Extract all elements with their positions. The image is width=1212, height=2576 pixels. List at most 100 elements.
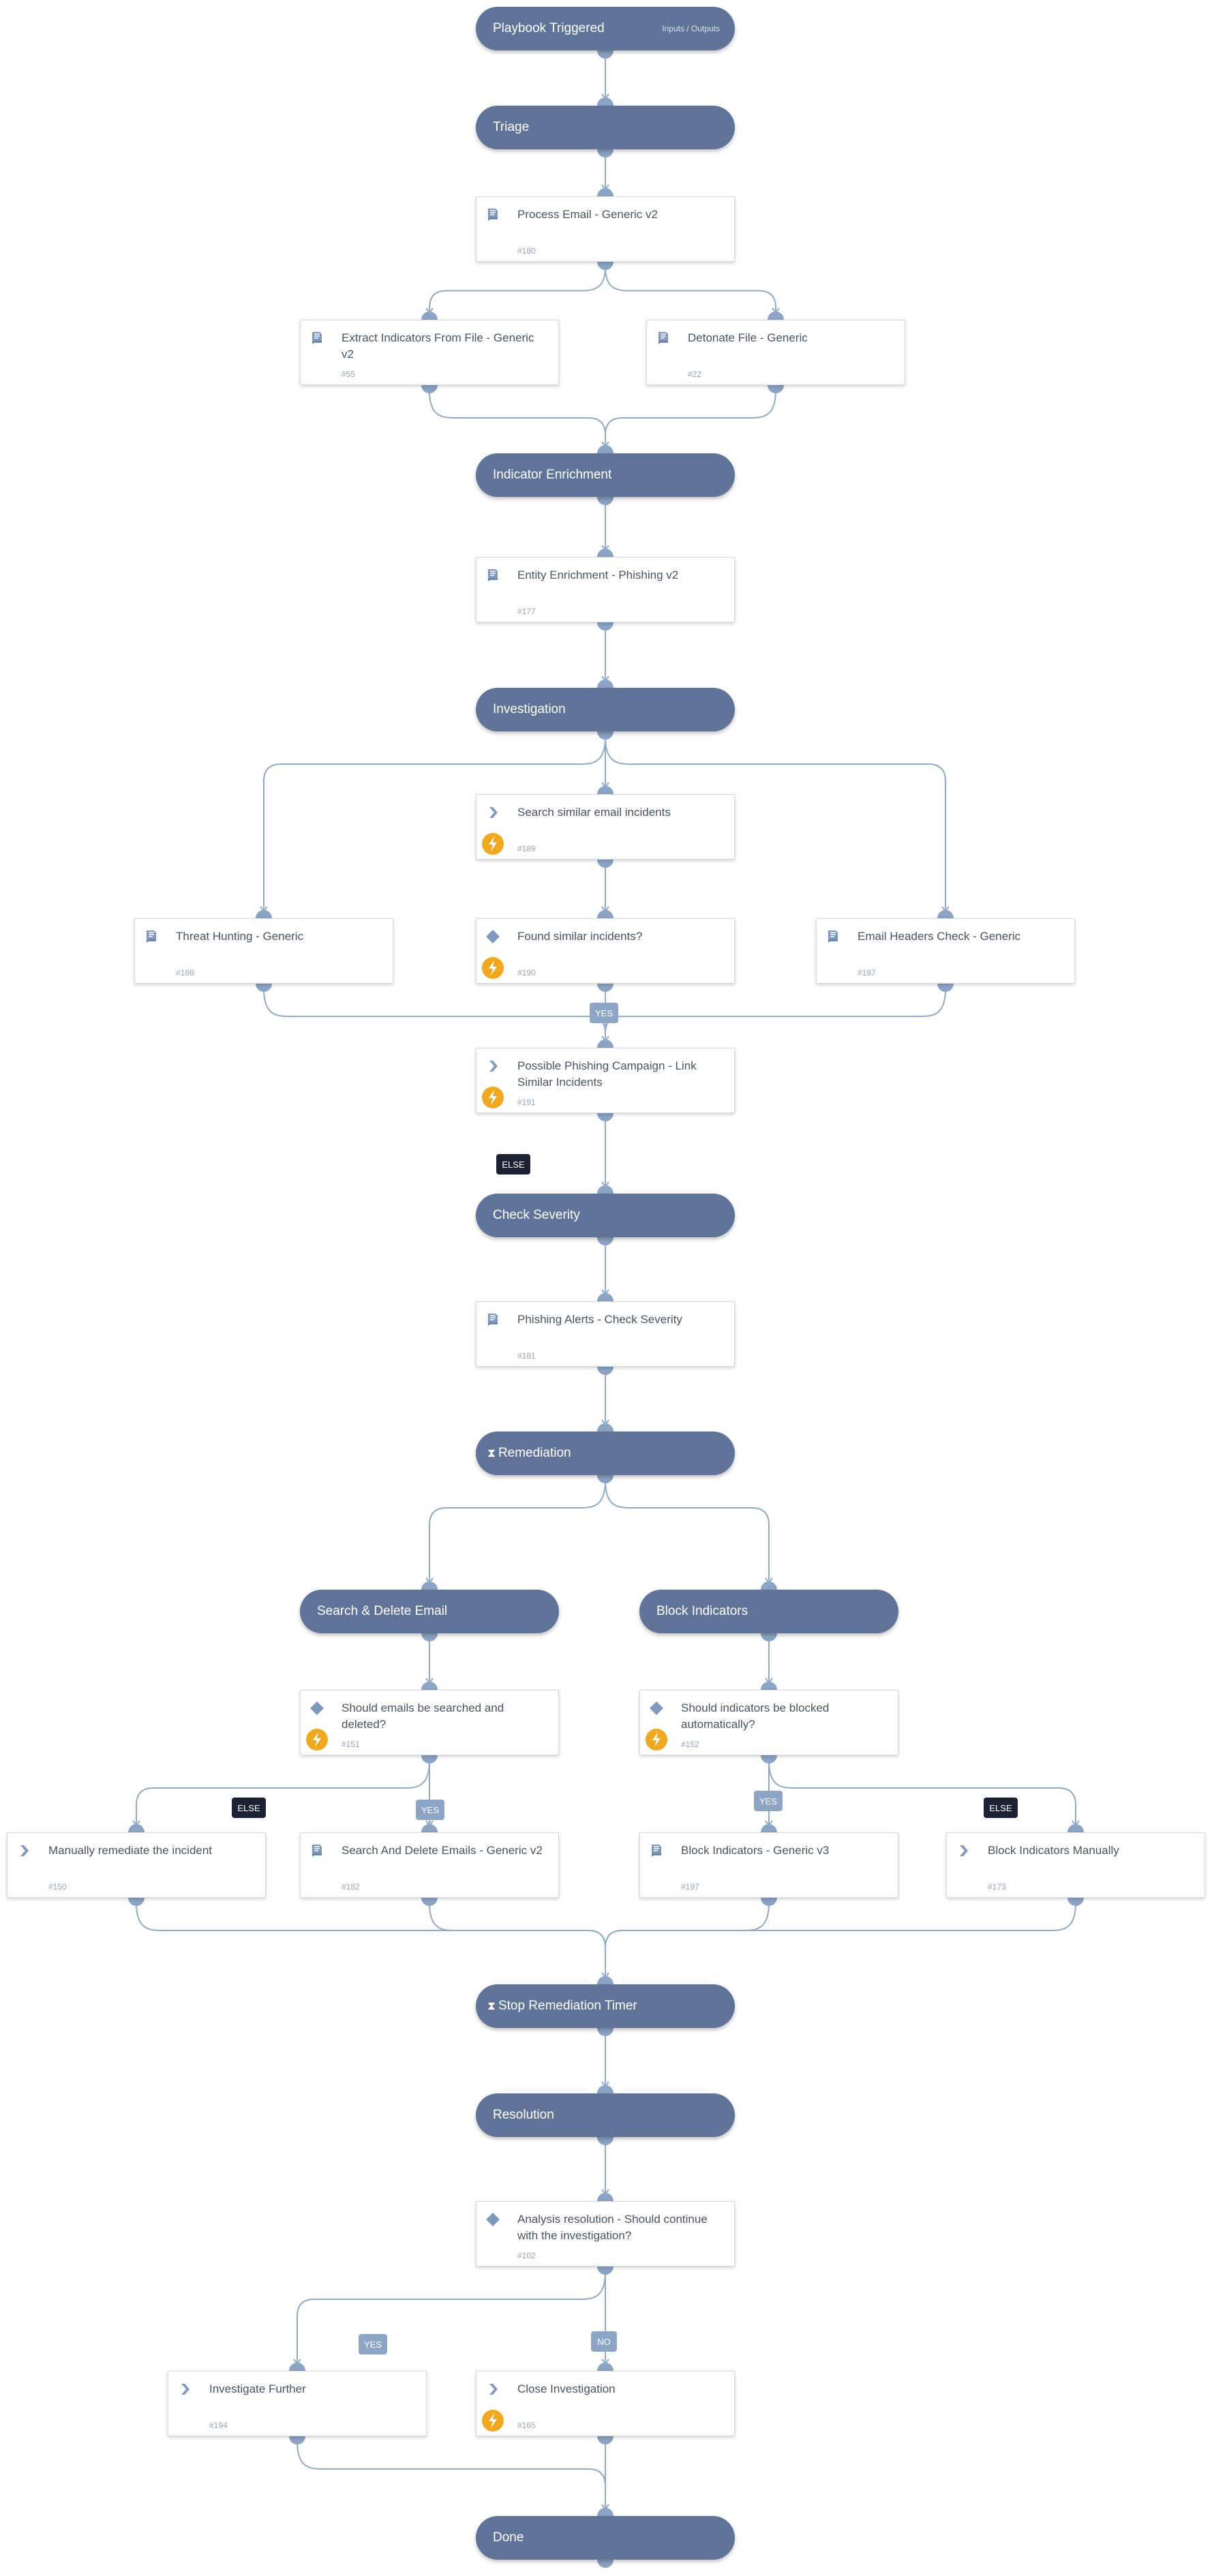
section-label: Playbook Triggered <box>493 21 605 35</box>
task-card[interactable]: Found similar incidents?#190 <box>476 918 735 984</box>
task-card[interactable]: Investigate Further#194 <box>168 2371 427 2436</box>
task-title: Search And Delete Emails - Generic v2 <box>342 1844 543 1857</box>
arrowhead <box>601 1035 609 1042</box>
task-number: #165 <box>517 2421 536 2430</box>
arrowhead <box>1072 1820 1080 1827</box>
task-title: Extract Indicators From File - Generic v… <box>342 331 534 361</box>
task-card[interactable]: Phishing Alerts - Check Severity#181 <box>476 1301 735 1367</box>
connector-line <box>136 1760 430 1827</box>
arrowhead <box>260 906 268 913</box>
arrowhead <box>132 1820 140 1827</box>
condition-label-else: ELSE <box>984 1798 1018 1818</box>
arrowhead <box>601 2359 609 2365</box>
task-number: #173 <box>988 1882 1006 1892</box>
arrowhead <box>601 2189 609 2196</box>
diamond-icon <box>485 928 501 945</box>
section-indicator-enrichment[interactable]: Indicator Enrichment <box>476 453 735 497</box>
task-card[interactable]: Possible Phishing Campaign - Link Simila… <box>476 1048 735 1113</box>
lightning-bolt-icon <box>482 1087 504 1108</box>
section-remediation[interactable]: ⧗Remediation <box>476 1431 735 1475</box>
playbook-icon <box>648 1843 665 1859</box>
task-card[interactable]: Manually remediate the incident #150 <box>7 1832 266 1898</box>
task-card[interactable]: Close Investigation#165 <box>476 2371 735 2436</box>
playbook-icon <box>485 1312 501 1328</box>
lightning-bolt-icon <box>646 1729 667 1751</box>
task-card[interactable]: Search And Delete Emails - Generic v2 #18… <box>300 1832 559 1898</box>
task-number: #194 <box>209 2421 228 2430</box>
condition-label-yes: YES <box>359 2334 387 2354</box>
hourglass-icon: ⧗ <box>487 1999 496 2012</box>
chevron-icon <box>485 2381 501 2397</box>
section-label: Resolution <box>493 2108 554 2122</box>
connector-line <box>429 1480 606 1584</box>
task-title: Entity Enrichment - Phishing v2 <box>517 569 679 581</box>
section-triage[interactable]: Triage <box>476 106 735 149</box>
section-resolution[interactable]: Resolution <box>476 2093 735 2137</box>
section-label: Investigation <box>493 702 566 716</box>
connector-line <box>429 267 606 314</box>
task-card[interactable]: Threat Hunting - Generic#188 <box>134 918 393 984</box>
section-label: Triage <box>493 120 530 134</box>
arrowhead <box>601 676 609 682</box>
section-search-delete-email[interactable]: Search & Delete Email <box>300 1590 559 1633</box>
arrowhead <box>601 2504 609 2511</box>
chevron-icon <box>485 1058 501 1074</box>
section-block-indicators[interactable]: Block Indicators <box>639 1590 898 1633</box>
task-card[interactable]: Block Indicators - Generic v3#197 <box>639 1832 898 1898</box>
task-card[interactable]: Entity Enrichment - Phishing v2#177 <box>476 557 735 622</box>
task-title: Should indicators be blocked automatical… <box>681 1701 830 1731</box>
task-number: #150 <box>48 1882 67 1892</box>
task-card[interactable]: Email Headers Check - Generic#187 <box>816 918 1075 984</box>
arrowhead <box>293 2359 301 2365</box>
arrowhead <box>601 545 609 551</box>
section-check-severity[interactable]: Check Severity <box>476 1194 735 1237</box>
section-stop-remediation-timer[interactable]: ⧗Stop Remediation Timer <box>476 1984 735 2028</box>
task-title: Possible Phishing Campaign - Link Simila… <box>517 1059 697 1089</box>
task-number: #152 <box>681 1740 699 1749</box>
task-title: Should emails be searched and deleted? <box>342 1701 504 1731</box>
connector-line <box>136 1903 606 1979</box>
task-card[interactable]: Search similar email incidents #189 <box>476 794 735 860</box>
lightning-bolt-icon <box>482 957 504 979</box>
connector-line <box>605 1480 770 1584</box>
section-label: Block Indicators <box>656 1604 748 1618</box>
section-investigation[interactable]: Investigation <box>476 688 735 731</box>
connector-line <box>429 1903 606 1979</box>
task-card[interactable]: Block Indicators Manually #173 <box>946 1832 1205 1898</box>
condition-label-yes: YES <box>416 1800 444 1820</box>
section-done[interactable]: Done <box>476 2516 735 2560</box>
inputs-outputs-link[interactable]: Inputs / Outputs <box>662 24 720 33</box>
task-card[interactable]: Analysis resolution - Should continue wi… <box>476 2201 735 2267</box>
playbook-icon <box>825 928 841 945</box>
task-number: #55 <box>342 369 356 379</box>
task-card[interactable]: Detonate File - Generic #22 <box>646 320 905 385</box>
arrowhead <box>765 1577 773 1584</box>
task-title: Found similar incidents? <box>517 930 643 943</box>
task-title: Detonate File - Generic <box>688 331 808 344</box>
task-title: Manually remediate the incident <box>48 1844 213 1857</box>
diamond-icon <box>648 1700 665 1716</box>
arrowhead <box>941 906 950 913</box>
lightning-bolt-icon <box>482 2410 504 2431</box>
task-card[interactable]: Process Email - Generic v2#180 <box>476 196 735 262</box>
task-number: #188 <box>176 968 194 978</box>
connector-line <box>263 988 606 1188</box>
arrowhead <box>765 1678 773 1684</box>
task-card[interactable]: Extract Indicators From File - Generic v… <box>300 320 559 385</box>
task-title: Phishing Alerts - Check Severity <box>517 1313 682 1326</box>
task-card[interactable]: Should indicators be blocked automatical… <box>639 1690 898 1755</box>
task-number: #189 <box>517 844 536 853</box>
playbook-icon <box>309 330 325 346</box>
task-number: #182 <box>342 1882 360 1892</box>
arrowhead <box>425 1577 434 1584</box>
task-title: Block Indicators Manually <box>988 1844 1119 1857</box>
task-number: #22 <box>688 369 702 379</box>
task-number: #180 <box>517 246 536 256</box>
task-title: Search similar email incidents <box>517 806 671 819</box>
task-card[interactable]: Should emails be searched and deleted?#1… <box>300 1690 559 1755</box>
section-playbook-triggered[interactable]: Playbook Triggered Inputs / Outputs <box>476 7 735 50</box>
section-label: Remediation <box>498 1446 571 1460</box>
chevron-icon <box>16 1843 32 1859</box>
arrowhead <box>601 184 609 191</box>
task-title: Block Indicators - Generic v3 <box>681 1844 830 1857</box>
